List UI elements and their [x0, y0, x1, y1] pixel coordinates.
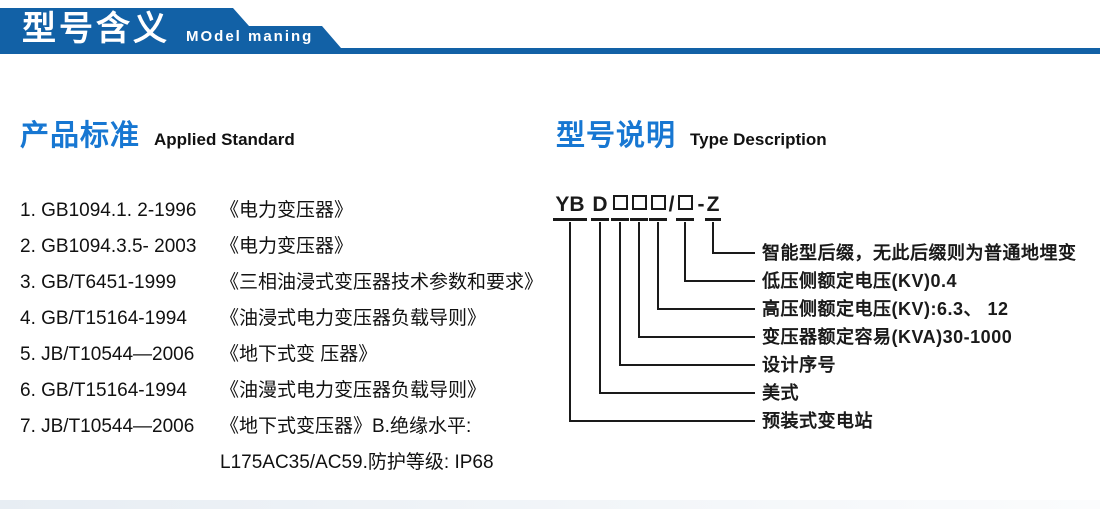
standard-code: 6. GB/T15164-1994	[20, 380, 187, 401]
standard-code: 2. GB1094.3.5- 2003	[20, 236, 197, 257]
header-banner: 型号含义 MOdel maning	[0, 8, 1100, 54]
placeholder-box-icon	[650, 195, 666, 210]
standard-title: 《三相油浸式变压器技术参数和要求》	[220, 272, 544, 293]
model-prefix: YB	[553, 193, 587, 221]
model-suffix: Z	[705, 193, 721, 221]
diagram-label: 低压侧额定电压(KV)0.4	[762, 271, 958, 291]
list-item: 7. JB/T10544—2006 《地下式变压器》B.绝缘水平:	[20, 409, 550, 445]
standards-list: 1. GB1094.1. 2-1996 《电力变压器》 2. GB1094.3.…	[20, 193, 550, 481]
list-item: 2. GB1094.3.5- 2003 《电力变压器》	[20, 229, 550, 265]
standards-section-title: 产品标准 Applied Standard	[20, 112, 295, 154]
list-item: 4. GB/T15164-1994 《油浸式电力变压器负载导则》	[20, 301, 550, 337]
placeholder-box-icon	[612, 195, 628, 210]
page-title: 型号含义	[22, 10, 170, 48]
standard-title: 《电力变压器》	[220, 236, 354, 257]
model-slash: /	[668, 193, 675, 216]
diagram-label: 高压侧额定电压(KV):6.3、 12	[762, 299, 1009, 319]
model-dash: -	[697, 193, 705, 216]
placeholder-box-icon	[677, 195, 693, 210]
diagram-label: 预装式变电站	[762, 411, 873, 431]
list-item: 5. JB/T10544—2006 《地下式变 压器》	[20, 337, 550, 373]
model-code-diagram: YB D / - Z 智能型后缀，无此后缀则为普通地埋变 低压侧额定电压(KV)…	[550, 185, 1098, 485]
standard-title: 《油浸式电力变压器负载导则》	[220, 308, 487, 329]
type-section-title: 型号说明 Type Description	[556, 112, 827, 154]
standard-title: 《地下式变 压器》	[220, 344, 378, 365]
standard-code: 1. GB1094.1. 2-1996	[20, 200, 197, 221]
standard-title: 《油漫式电力变压器负载导则》	[220, 380, 487, 401]
list-item-continuation: L175AC35/AC59.防护等级: IP68	[20, 445, 550, 481]
type-title-en: Type Description	[690, 130, 827, 149]
standard-code: 5. JB/T10544—2006	[20, 344, 195, 365]
standard-title: 《电力变压器》	[220, 200, 354, 221]
diagram-label: 美式	[762, 383, 799, 403]
model-box-3	[649, 193, 667, 221]
model-box-4	[676, 193, 694, 221]
diagram-label: 设计序号	[762, 355, 836, 375]
diagram-label: 变压器额定容易(KVA)30-1000	[762, 327, 1013, 347]
model-box-1	[611, 193, 629, 221]
standard-code: 3. GB/T6451-1999	[20, 272, 177, 293]
diagram-label: 智能型后缀，无此后缀则为普通地埋变	[762, 243, 1077, 263]
list-item: 3. GB/T6451-1999 《三相油浸式变压器技术参数和要求》	[20, 265, 550, 301]
standard-code	[20, 445, 220, 481]
standard-title: L175AC35/AC59.防护等级: IP68	[220, 452, 494, 473]
standard-code: 7. JB/T10544—2006	[20, 416, 195, 437]
standards-title-en: Applied Standard	[154, 130, 295, 149]
model-series: D	[591, 193, 609, 221]
list-item: 1. GB1094.1. 2-1996 《电力变压器》	[20, 193, 550, 229]
standard-code: 4. GB/T15164-1994	[20, 308, 187, 329]
standards-title-zh: 产品标准	[20, 120, 141, 152]
bottom-gradient-strip	[0, 500, 1100, 509]
model-box-2	[630, 193, 648, 221]
list-item: 6. GB/T15164-1994 《油漫式电力变压器负载导则》	[20, 373, 550, 409]
page-subtitle: MOdel maning	[186, 28, 314, 45]
connector-lines	[569, 222, 755, 422]
type-title-zh: 型号说明	[556, 120, 677, 152]
standard-title: 《地下式变压器》B.绝缘水平:	[220, 416, 472, 437]
placeholder-box-icon	[631, 195, 647, 210]
